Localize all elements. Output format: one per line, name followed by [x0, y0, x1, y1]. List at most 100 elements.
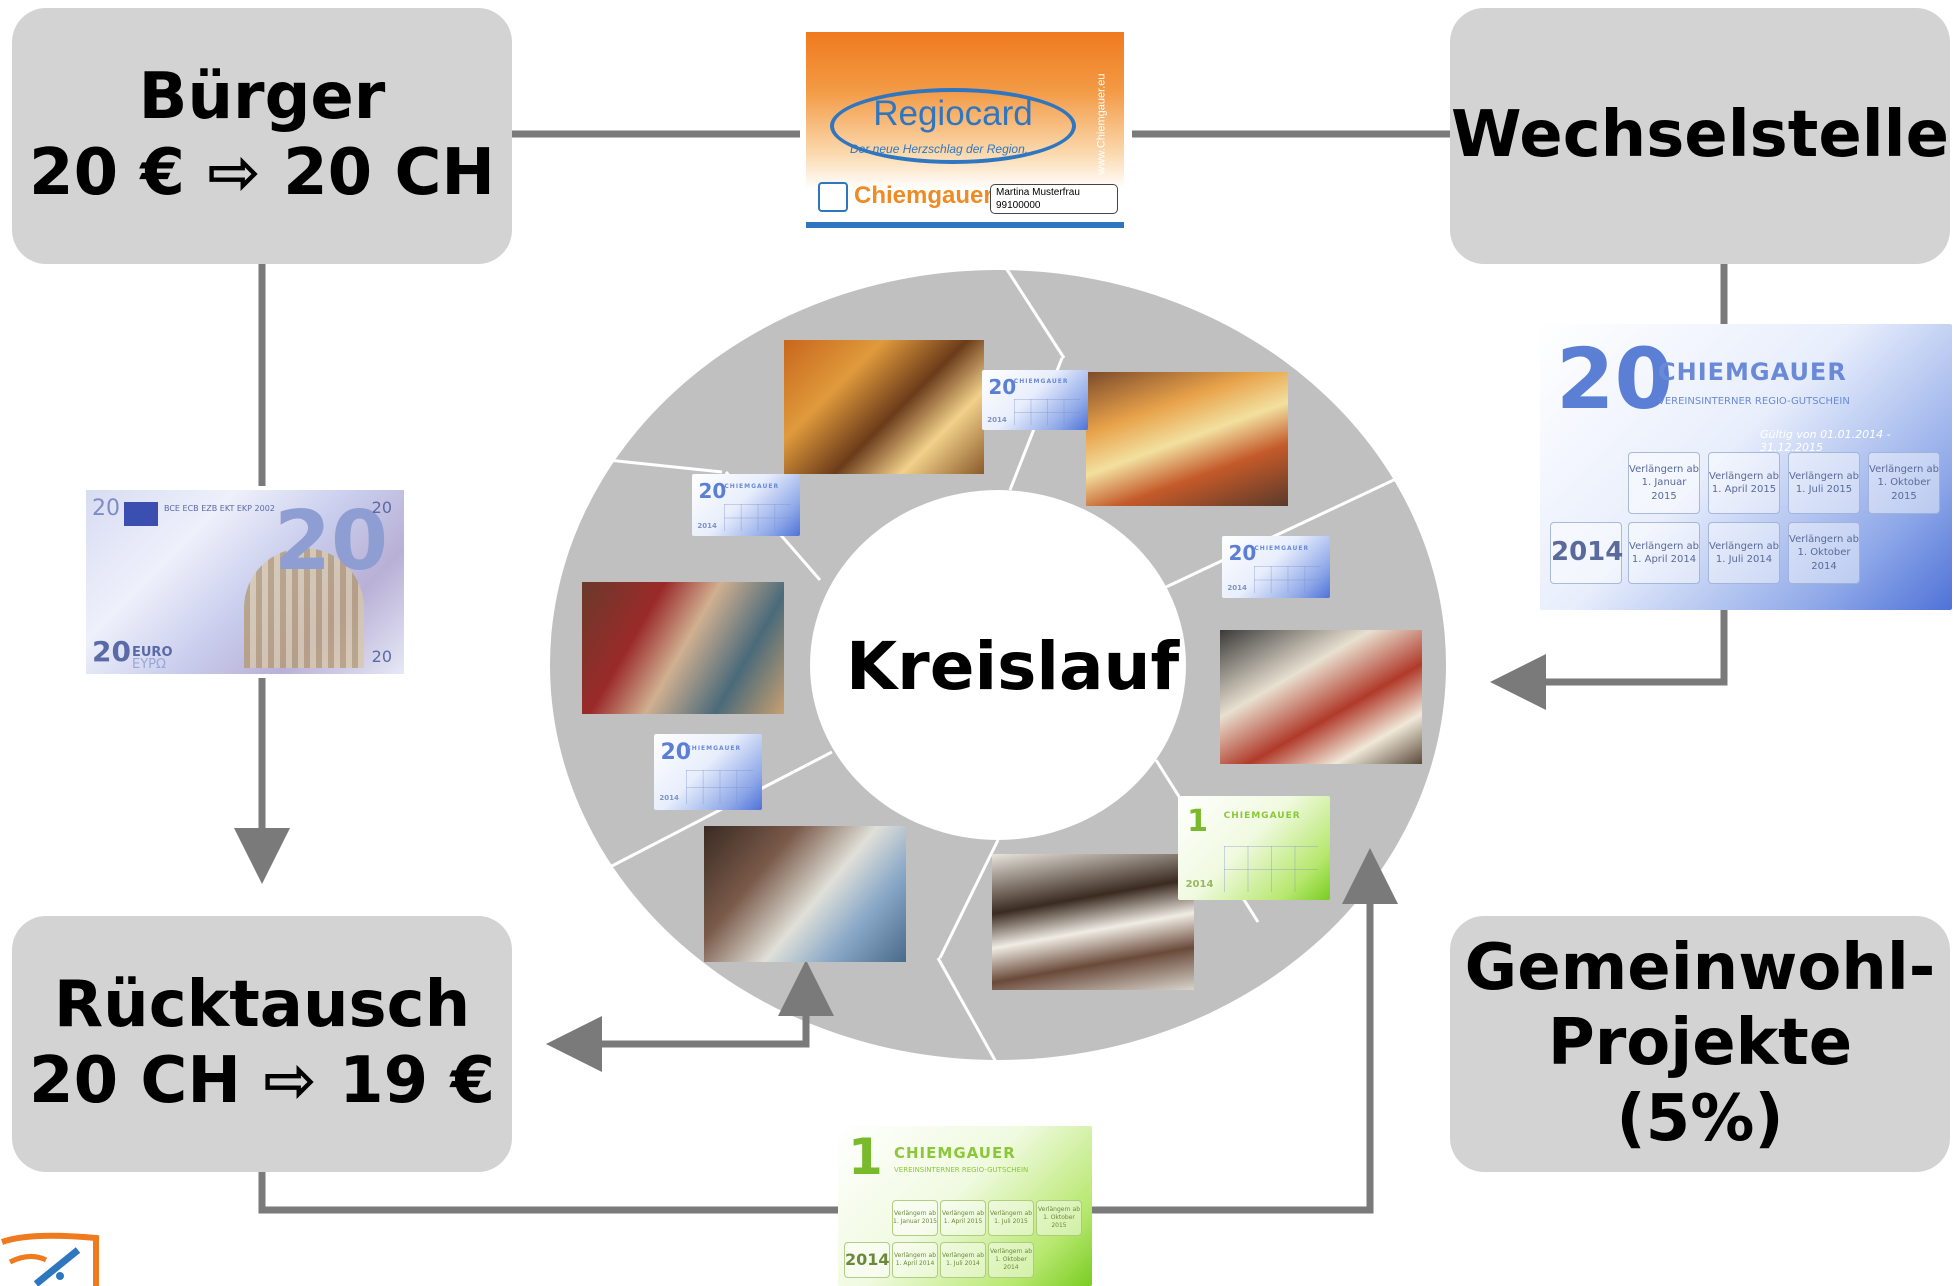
voucher-20-cell: Verlängern ab 1. Oktober 2014 [1788, 522, 1860, 584]
voucher-1-year: 2014 [845, 1250, 890, 1270]
photo-clothing-store [582, 582, 784, 714]
regiocard-tagline: Der neue Herzschlag der Region. [850, 142, 1029, 156]
small-note-year: 2014 [659, 794, 679, 803]
box-wechselstelle: Wechselstelle [1450, 8, 1950, 264]
small-note-grid [686, 770, 754, 804]
box-ruecktausch: Rücktausch 20 CH ⇨ 19 € [12, 916, 512, 1172]
chiemgauer-logo-icon [818, 182, 848, 212]
voucher-1-brand: CHIEMGAUER [894, 1144, 1016, 1162]
small-note-1: 1 CHIEMGAUER 2014 [1178, 796, 1330, 900]
euro-word: EURO [132, 645, 173, 660]
small-note-year: 2014 [987, 416, 1007, 424]
voucher-1-cell-text: Verlängern ab 1. Januar 2015 [893, 1209, 938, 1225]
regiocard-holder-name: Martina Musterfrau [996, 187, 1080, 198]
banknote-window-graphic [244, 548, 364, 668]
regiocard-oval [830, 88, 1076, 164]
voucher-20-cell-text: Verlängern ab 1. Oktober 2014 [1789, 533, 1859, 572]
voucher-1-cell: Verlängern ab 1. Januar 2015 [892, 1200, 938, 1236]
regiocard-stripe [806, 222, 1124, 228]
photo-shop-counter [1086, 372, 1288, 506]
voucher-20-validity: Gültig von 01.01.2014 - 31.12.2015 [1760, 428, 1891, 454]
small-note-year: 2014 [1227, 583, 1247, 592]
voucher-1-year-cell: 2014 [844, 1242, 890, 1278]
voucher-1-cell: Verlängern ab 1. Juli 2015 [988, 1200, 1034, 1236]
ruecktausch-title: Rücktausch [53, 968, 471, 1043]
voucher-1-chiemgauer: 1 CHIEMGAUER VEREINSINTERNER REGIO-GUTSC… [838, 1126, 1092, 1286]
regiocard-url: www.Chiemgauer.eu [1095, 73, 1108, 175]
voucher-1-cell-text: Verlängern ab 1. April 2014 [894, 1251, 936, 1267]
photo-handshake [704, 826, 906, 962]
euro-right-value-bottom: 20 [371, 647, 392, 666]
voucher-20-cell-text: Verlängern ab 1. Januar 2015 [1629, 463, 1699, 502]
voucher-20-cell-text: Verlängern ab 1. April 2014 [1629, 540, 1699, 566]
eu-flag-icon [124, 502, 158, 526]
voucher-20-cell-text: Verlängern ab 1. April 2015 [1709, 470, 1779, 496]
small-note-grid [724, 503, 792, 532]
small-note-brand: CHIEMGAUER [1013, 378, 1069, 386]
small-note-20: 20 CHIEMGAUER 2014 [982, 370, 1088, 430]
gemeinwohl-line2: Projekte [1547, 1006, 1853, 1081]
small-note-value: 20 [660, 740, 692, 766]
voucher-20-year-cell: 2014 [1550, 522, 1624, 584]
photo-market-stall [784, 340, 984, 474]
voucher-20-subtitle: VEREINSINTERNER REGIO-GUTSCHEIN [1658, 396, 1850, 407]
voucher-1-cell: Verlängern ab 1. Juli 2014 [940, 1242, 986, 1278]
voucher-20-cell-text: Verlängern ab 1. Juli 2014 [1709, 540, 1779, 566]
small-note-20: 20 CHIEMGAUER 2014 [1222, 536, 1330, 598]
small-note-value: 20 [1228, 540, 1257, 565]
regiocard-image: Regiocard Der neue Herzschlag der Region… [806, 32, 1124, 228]
cycle-ring-inner [810, 490, 1186, 840]
small-note-brand: CHIEMGAUER [724, 482, 780, 490]
voucher-1-subtitle: VEREINSINTERNER REGIO-GUTSCHEIN [894, 1166, 1029, 1174]
voucher-20-cell: Verlängern ab 1. April 2015 [1708, 452, 1780, 514]
small-note-grid [1254, 565, 1322, 594]
small-note-value: 1 [1187, 804, 1208, 840]
euro-right-value-top: 20 [371, 498, 392, 517]
connector-ruecktausch-bottom [258, 1172, 840, 1214]
voucher-20-cell: Verlängern ab 1. April 2014 [1628, 522, 1700, 584]
gemeinwohl-line3: (5%) [1616, 1081, 1784, 1156]
voucher-1-cell: Verlängern ab 1. April 2015 [940, 1200, 986, 1236]
voucher-20-chiemgauer: 20 CHIEMGAUER VEREINSINTERNER REGIO-GUTS… [1540, 324, 1952, 610]
gemeinwohl-line1: Gemeinwohl- [1464, 930, 1936, 1005]
small-note-20: 20 CHIEMGAUER 2014 [692, 474, 800, 536]
regiocard-holder-number: 99100000 [996, 199, 1041, 211]
voucher-20-cell-text: Verlängern ab 1. Juli 2015 [1789, 470, 1859, 496]
photo-orchestra [992, 854, 1194, 990]
voucher-20-cell: Verlängern ab 1. Oktober 2015 [1868, 452, 1940, 514]
wechselstelle-title: Wechselstelle [1450, 98, 1950, 173]
voucher-20-brand: CHIEMGAUER [1658, 358, 1847, 386]
voucher-20-value: 20 [1556, 330, 1673, 428]
euro-bank-codes: BCE ECB EZB EKT EKP 2002 [164, 504, 275, 513]
center-label: Kreislauf [846, 628, 1180, 705]
voucher-1-cell: Verlängern ab 1. April 2014 [892, 1242, 938, 1278]
voucher-1-value: 1 [848, 1128, 883, 1186]
small-note-value: 20 [698, 478, 727, 503]
voucher-1-cell-text: Verlängern ab 1. Juli 2015 [990, 1209, 1032, 1225]
small-note-brand: CHIEMGAUER [1254, 544, 1310, 552]
small-note-brand: CHIEMGAUER [686, 744, 742, 752]
voucher-1-cell-text: Verlängern ab 1. Juli 2014 [942, 1251, 984, 1267]
small-note-year: 2014 [697, 521, 717, 530]
small-note-value: 20 [988, 374, 1017, 399]
arrow-bottom-to-ring [1090, 848, 1398, 1214]
small-note-20: 20 CHIEMGAUER 2014 [654, 734, 762, 810]
euro-small-value: 20 [92, 635, 131, 668]
regiocard-holder: Martina Musterfrau 99100000 [990, 184, 1118, 214]
small-note-year: 2014 [1185, 878, 1214, 890]
voucher-1-cell-text: Verlängern ab 1. Oktober 2014 [990, 1247, 1032, 1272]
chiemgauer-corner-logo-icon [0, 1232, 99, 1286]
voucher-1-cell: Verlängern ab 1. Oktober 2015 [1036, 1200, 1082, 1236]
voucher-1-cell-text: Verlängern ab 1. April 2015 [942, 1209, 984, 1225]
voucher-1-cell-text: Verlängern ab 1. Oktober 2015 [1038, 1205, 1080, 1230]
buerger-title: Bürger [138, 60, 386, 135]
euro-corner-value: 20 [92, 496, 120, 521]
small-note-grid [1223, 845, 1318, 892]
euro-word-greek: EYPΩ [132, 657, 166, 672]
voucher-1-cell: Verlängern ab 1. Oktober 2014 [988, 1242, 1034, 1278]
ruecktausch-exchange: 20 CH ⇨ 19 € [29, 1044, 495, 1118]
small-note-grid [1013, 398, 1080, 426]
voucher-20-year: 2014 [1551, 537, 1624, 568]
box-gemeinwohl: Gemeinwohl- Projekte (5%) [1450, 916, 1950, 1172]
voucher-20-cell-text: Verlängern ab 1. Oktober 2015 [1869, 463, 1939, 502]
